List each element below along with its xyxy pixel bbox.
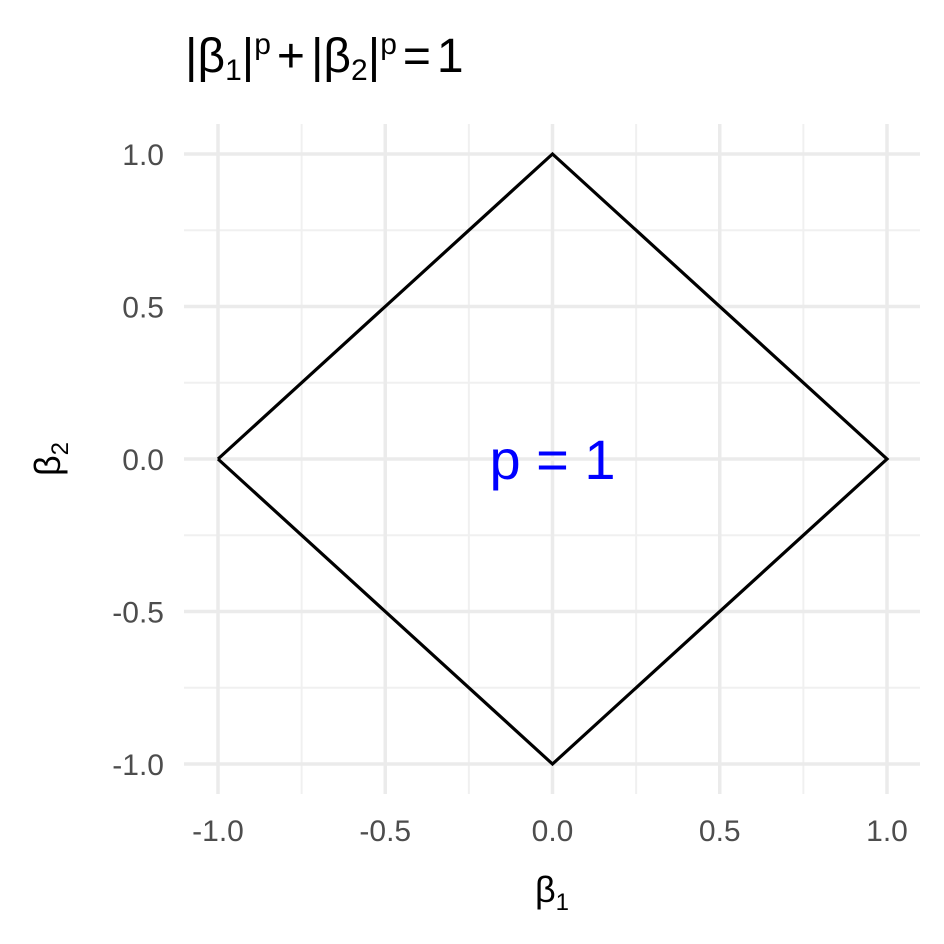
tick-label-layer: -1.0 -0.5 0.0 0.5 1.0 1.0 0.5 0.0 -0.5 -1.0 [112, 139, 908, 848]
y-tick-label: -1.0 [112, 749, 164, 782]
title-abs-close-2: | [368, 30, 380, 83]
title-abs-close-1: | [242, 30, 254, 83]
x-tick-label: 1.0 [866, 815, 908, 848]
x-axis-label-sub: 1 [556, 889, 569, 916]
x-tick-label: -0.5 [359, 815, 411, 848]
title-exponent-1: p [254, 28, 271, 61]
x-axis-label-main: β [535, 869, 556, 910]
x-tick-label: -1.0 [192, 815, 244, 848]
x-tick-label: 0.5 [699, 815, 741, 848]
title-equals: = [403, 30, 431, 83]
y-axis-label-sub: 2 [47, 442, 74, 455]
title-subscript-1: 1 [225, 54, 242, 87]
title-abs-open-2: | [311, 30, 323, 83]
y-tick-label: -0.5 [112, 597, 164, 630]
title-one: 1 [437, 30, 464, 83]
title-abs-open-1: | [185, 30, 197, 83]
y-axis-label-main: β [27, 455, 68, 476]
series-layer [216, 151, 890, 767]
series-line-0 [216, 151, 890, 767]
y-tick-label: 0.5 [122, 292, 164, 325]
y-axis-label: β2 [27, 442, 74, 476]
title-exponent-2: p [380, 28, 397, 61]
title-beta-1: β [197, 30, 225, 83]
title-beta-2: β [323, 30, 351, 83]
title-subscript-2: 2 [351, 54, 368, 87]
x-tick-label: 0.0 [532, 815, 574, 848]
y-tick-label: 0.0 [122, 444, 164, 477]
y-tick-label: 1.0 [122, 139, 164, 172]
title-plus: + [277, 30, 305, 83]
x-axis-label: β1 [535, 869, 569, 916]
chart-title: |β1|p+|β2|p=1 [185, 28, 464, 87]
annotation-label: p = 1 [489, 428, 615, 491]
